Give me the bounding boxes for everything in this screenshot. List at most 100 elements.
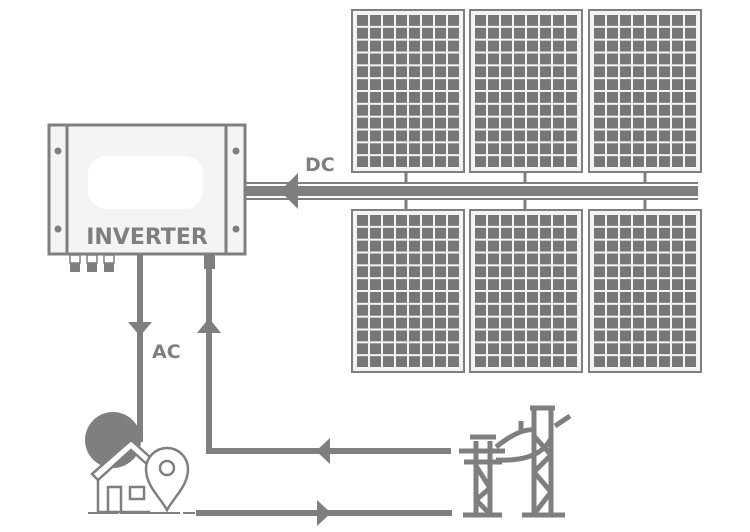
solar-cell [435, 356, 446, 367]
solar-cell [435, 304, 446, 316]
solar-cell [488, 27, 499, 39]
solar-cell [409, 279, 420, 290]
solar-cell [357, 227, 368, 239]
solar-cell [527, 15, 538, 26]
solar-cell [488, 40, 499, 52]
solar-cell [685, 266, 696, 278]
solar-cell [383, 143, 394, 155]
solar-cell [672, 66, 683, 78]
solar-cell [396, 240, 407, 252]
solar-cell [633, 53, 644, 65]
solar-cell [620, 356, 631, 367]
dc-label: DC [305, 154, 335, 176]
solar-cell [357, 356, 368, 367]
solar-cell [633, 92, 644, 103]
solar-cell [501, 279, 512, 290]
solar-cell [672, 143, 683, 155]
solar-cell [672, 279, 683, 290]
solar-cell [435, 240, 446, 252]
solar-cell [514, 317, 525, 329]
solar-cell [514, 279, 525, 290]
solar-cell [435, 104, 446, 116]
solar-cell [620, 156, 631, 167]
solar-panel [469, 9, 583, 173]
solar-cell [633, 143, 644, 155]
solar-cell [607, 317, 618, 329]
solar-cell [527, 143, 538, 155]
solar-cell [488, 304, 499, 316]
solar-cell [594, 292, 605, 303]
solar-cell [633, 27, 644, 39]
solar-cell [409, 53, 420, 65]
solar-cell [620, 279, 631, 290]
solar-cell [607, 266, 618, 278]
solar-cell [620, 227, 631, 239]
solar-cell [685, 92, 696, 103]
solar-cell [659, 79, 670, 90]
solar-cell [527, 104, 538, 116]
solar-cell [448, 330, 459, 342]
power-tower-icon [459, 405, 572, 518]
solar-cell [422, 279, 433, 290]
solar-cell [594, 240, 605, 252]
solar-cell [659, 53, 670, 65]
solar-cell [620, 304, 631, 316]
solar-cell [501, 40, 512, 52]
solar-panel [588, 209, 702, 373]
solar-cell [607, 292, 618, 303]
solar-cell [646, 304, 657, 316]
solar-cell [620, 66, 631, 78]
solar-cell [566, 240, 577, 252]
solar-cell [527, 356, 538, 367]
solar-cell [672, 27, 683, 39]
solar-cell [659, 279, 670, 290]
solar-cell [607, 240, 618, 252]
solar-cell [685, 253, 696, 265]
solar-cell [620, 215, 631, 226]
solar-cell [566, 104, 577, 116]
solar-cell [475, 292, 486, 303]
solar-cell [607, 92, 618, 103]
solar-cell [685, 104, 696, 116]
solar-cell [594, 27, 605, 39]
solar-cell [659, 304, 670, 316]
solar-cell [383, 104, 394, 116]
solar-cell [501, 143, 512, 155]
solar-cell [553, 330, 564, 342]
inverter-terminals [69, 254, 215, 272]
solar-cell [383, 130, 394, 142]
solar-cell [448, 304, 459, 316]
solar-cell [607, 130, 618, 142]
solar-cell [448, 92, 459, 103]
solar-cell [448, 143, 459, 155]
ac-label: AC [152, 341, 181, 363]
solar-cell [370, 279, 381, 290]
solar-cell [409, 317, 420, 329]
panel-connectors [404, 172, 647, 210]
solar-cell [488, 79, 499, 90]
solar-cell [357, 279, 368, 290]
solar-cell [514, 104, 525, 116]
solar-cell [501, 15, 512, 26]
solar-cell [646, 27, 657, 39]
solar-cell [514, 15, 525, 26]
solar-cell [646, 292, 657, 303]
solar-cell [527, 343, 538, 355]
solar-cell [540, 156, 551, 167]
solar-cell [527, 240, 538, 252]
solar-cell [553, 66, 564, 78]
solar-cell [633, 304, 644, 316]
solar-cell [370, 330, 381, 342]
solar-cell [475, 27, 486, 39]
solar-cell [566, 40, 577, 52]
solar-cell [594, 215, 605, 226]
solar-cell [409, 130, 420, 142]
solar-cell [501, 240, 512, 252]
solar-cell [594, 304, 605, 316]
solar-cell [672, 53, 683, 65]
solar-cell [672, 343, 683, 355]
solar-cell [396, 15, 407, 26]
grid-in-arrow-icon [316, 438, 330, 464]
solar-cell [370, 27, 381, 39]
solar-cell [607, 215, 618, 226]
